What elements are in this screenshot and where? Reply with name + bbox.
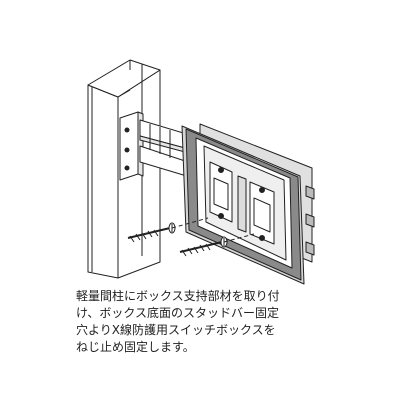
caption-line-3: 穴よりX線防護用スイッチボックスを — [76, 323, 276, 337]
assembly-guide-lines — [171, 217, 255, 243]
caption-line-2: け、ボックス底面のスタッドバー固定 — [76, 306, 280, 320]
caption-line-4: ねじ止め固定します。 — [76, 340, 195, 354]
caption: 軽量間柱にボックス支持部材を取り付 け、ボックス底面のスタッドバー固定 穴よりX… — [76, 288, 336, 356]
switch-box — [181, 123, 315, 285]
caption-line-1: 軽量間柱にボックス支持部材を取り付 — [76, 289, 280, 303]
